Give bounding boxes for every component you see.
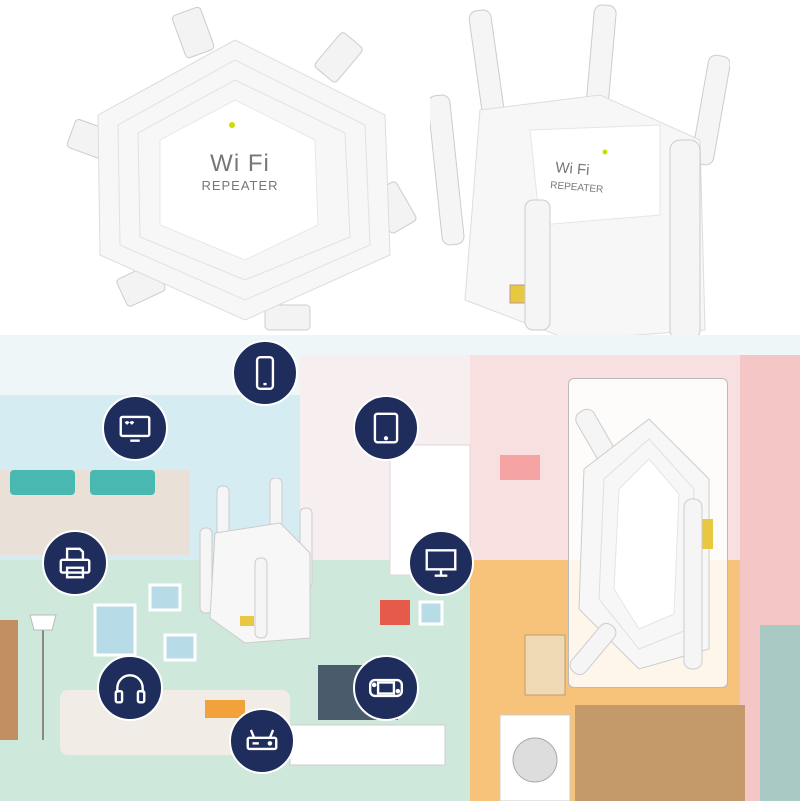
tv-icon (102, 395, 168, 461)
logo-wifi-text: Wi Fi (210, 150, 270, 177)
repeater-side-view: Wi Fi REPEATER (430, 4, 730, 341)
repeater-closeup-inset (568, 378, 728, 688)
tablet-icon (353, 395, 419, 461)
game-console-icon (353, 655, 419, 721)
svg-text:REPEATER: REPEATER (550, 180, 604, 196)
svg-text:Wi Fi: Wi Fi (555, 159, 591, 179)
repeater-top-view (66, 6, 417, 331)
headphones-icon (97, 655, 163, 721)
repeater-in-room (199, 478, 313, 644)
monitor-icon (408, 530, 474, 596)
wifi-repeater-logo: Wi Fi REPEATER (180, 150, 300, 193)
smartphone-icon (232, 340, 298, 406)
repeater-closeup (569, 408, 713, 675)
router-icon (229, 708, 295, 774)
printer-icon (42, 530, 108, 596)
logo-repeater-text: REPEATER (201, 178, 279, 193)
